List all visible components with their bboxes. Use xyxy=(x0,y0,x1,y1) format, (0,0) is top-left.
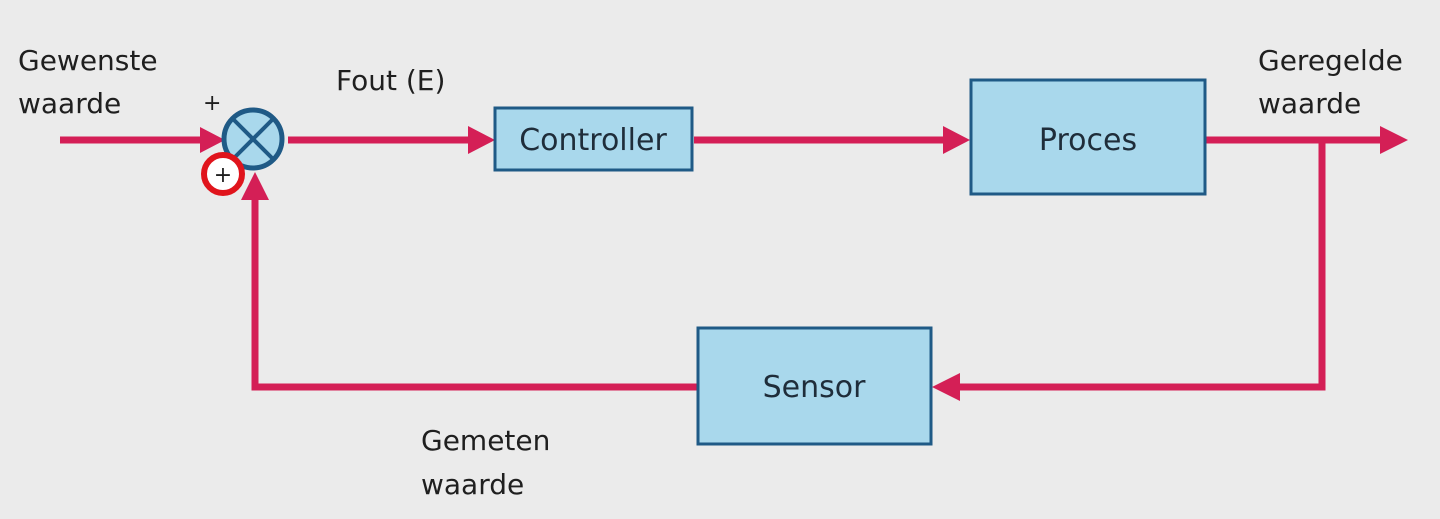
summing-sign-top: + xyxy=(203,91,221,116)
input-label-line2: waarde xyxy=(18,87,121,120)
summing-sign-bottom: + xyxy=(214,163,232,188)
controller-box xyxy=(493,106,694,172)
controller-block: Controller xyxy=(493,106,694,172)
arrowheads xyxy=(200,126,1408,401)
output-label-line2: waarde xyxy=(1258,87,1361,120)
arrowhead-into-controller xyxy=(468,126,495,154)
error-label: Fout (E) xyxy=(336,64,445,97)
sensor-to-summing-line xyxy=(251,198,698,391)
arrowhead-output xyxy=(1380,126,1408,154)
arrowhead-into-sensor xyxy=(932,373,960,401)
summing-junction xyxy=(221,107,285,171)
process-box xyxy=(969,78,1207,196)
signal-lines xyxy=(60,136,1382,391)
arrowhead-into-process xyxy=(943,126,970,154)
sensor-box xyxy=(696,326,933,446)
process-label: Proces xyxy=(1039,123,1137,158)
summing-cross-b xyxy=(231,117,275,161)
measured-label-line2: waarde xyxy=(421,468,524,501)
arrowhead-into-summing xyxy=(200,127,225,153)
arrowhead-into-summing-bottom xyxy=(241,172,269,200)
sensor-block: Sensor xyxy=(696,326,933,446)
sensor-label: Sensor xyxy=(763,370,866,405)
controller-label: Controller xyxy=(519,123,667,158)
measured-label-line1: Gemeten xyxy=(421,424,550,457)
highlight-ring xyxy=(201,152,245,196)
feedback-to-sensor-line xyxy=(960,140,1326,391)
output-label-line1: Geregelde xyxy=(1258,44,1403,77)
input-label-line1: Gewenste xyxy=(18,44,158,77)
process-block: Proces xyxy=(969,78,1207,196)
